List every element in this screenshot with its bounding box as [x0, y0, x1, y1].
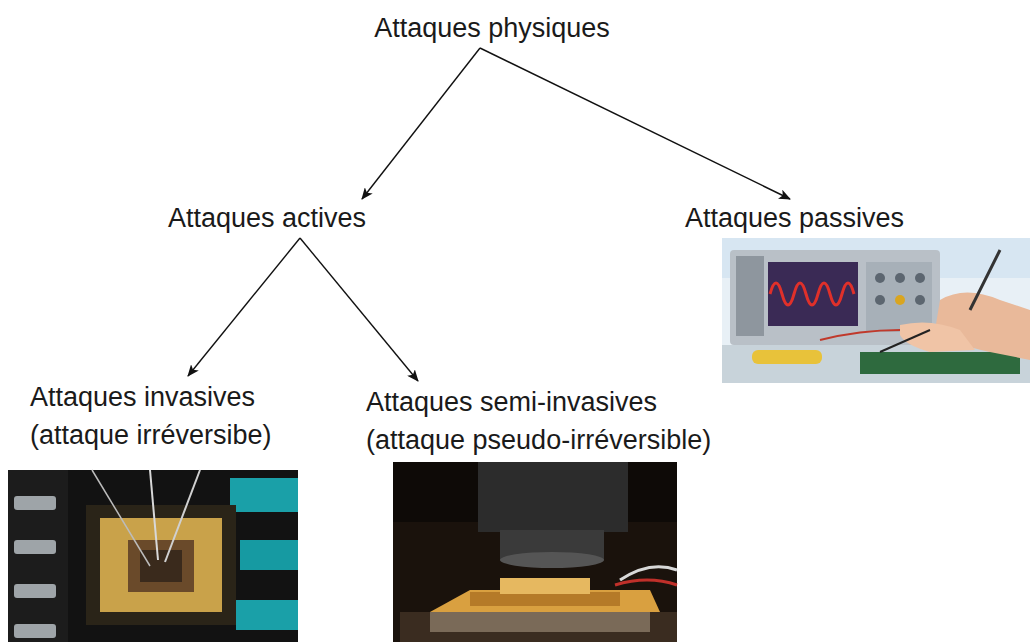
- arrow-connector: [300, 238, 418, 381]
- category-label: Attaques passives: [685, 201, 904, 235]
- category-label: Attaques invasives: [30, 378, 272, 416]
- category-label: (attaque irréversibe): [30, 416, 272, 454]
- arrow-connector: [188, 238, 300, 376]
- oscilloscope-photo: [722, 238, 1030, 383]
- category-label: Attaques actives: [168, 201, 366, 235]
- attack-category: Attaques physiques: [374, 11, 610, 45]
- category-label: Attaques physiques: [374, 11, 610, 45]
- arrow-connector: [362, 48, 480, 199]
- attack-category: Attaques semi-invasives(attaque pseudo-i…: [366, 383, 711, 459]
- attack-category: Attaques invasives(attaque irréversibe): [30, 378, 272, 454]
- category-label: (attaque pseudo-irréversible): [366, 421, 711, 459]
- arrow-connector: [480, 48, 790, 199]
- attack-category: Attaques passives: [685, 201, 904, 235]
- chip-probe-photo: [8, 470, 298, 642]
- attack-category: Attaques actives: [168, 201, 366, 235]
- microscope-photo: [393, 462, 677, 642]
- category-label: Attaques semi-invasives: [366, 383, 711, 421]
